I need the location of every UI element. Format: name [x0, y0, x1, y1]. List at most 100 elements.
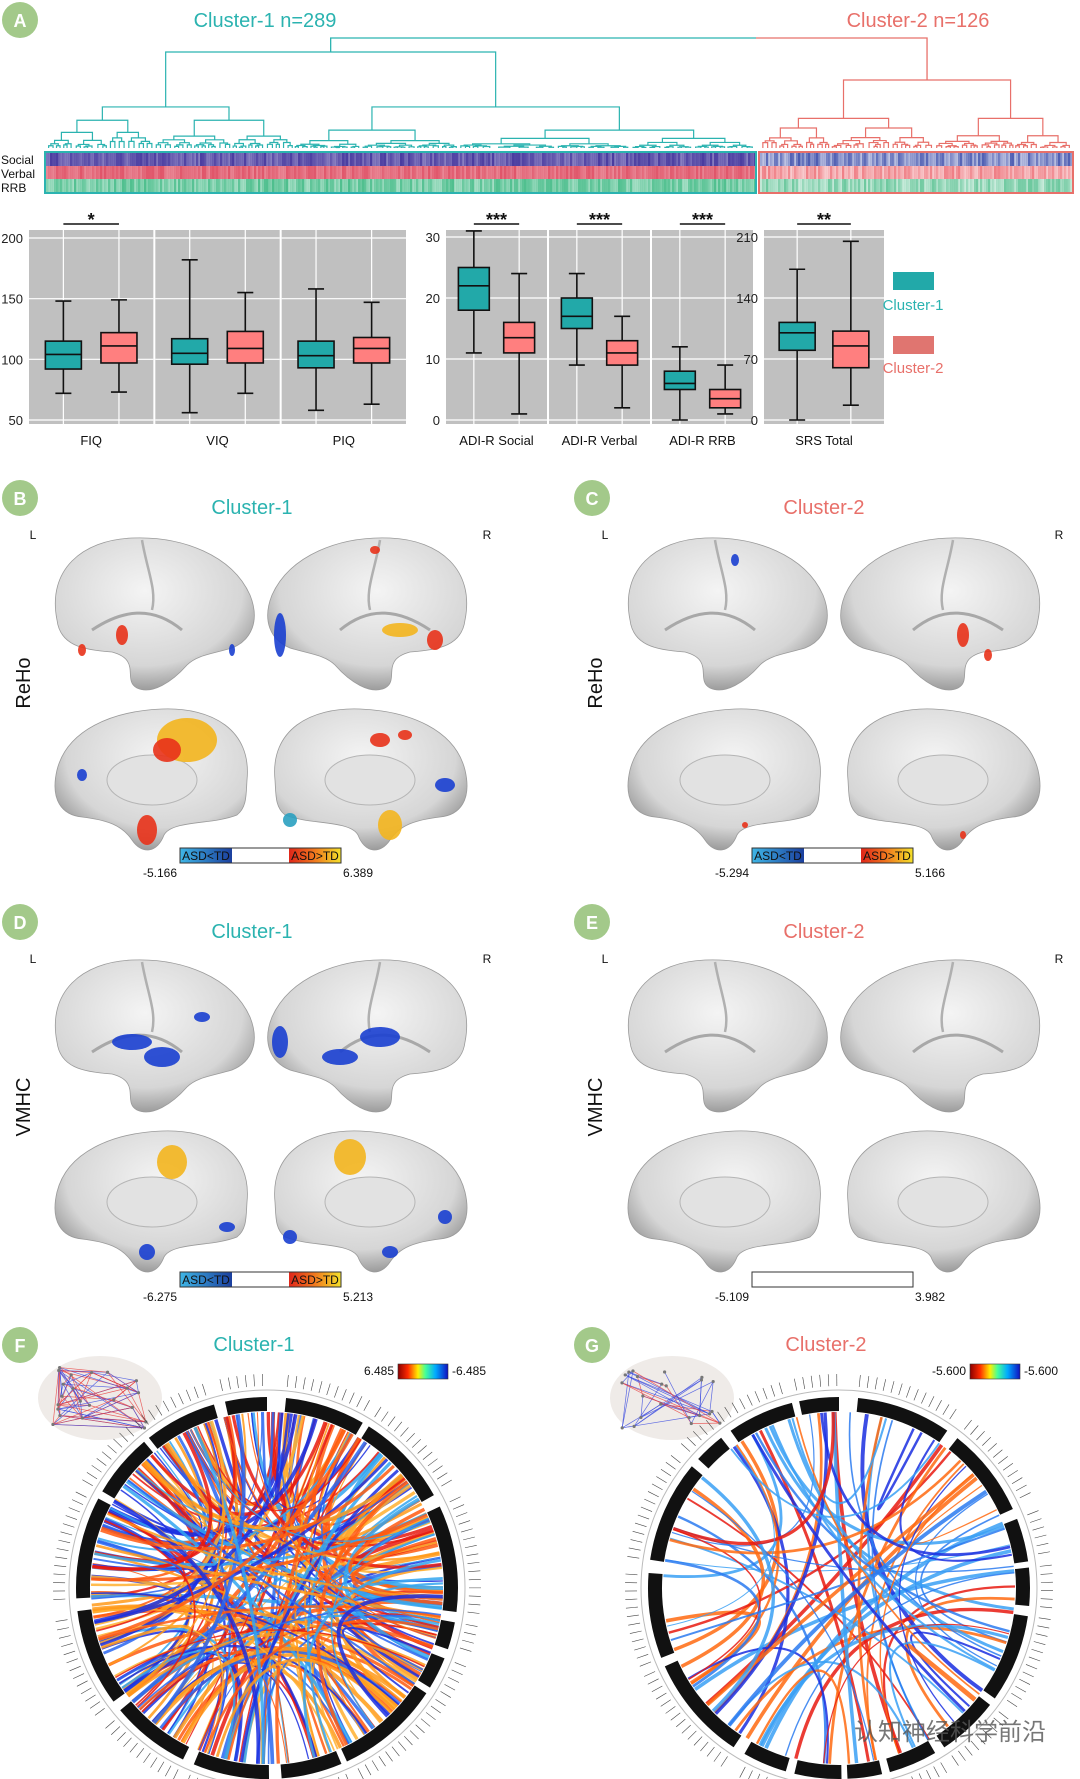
heatmap-cell	[348, 166, 351, 179]
heatmap-cell	[188, 166, 191, 179]
heatmap-cell	[916, 153, 919, 166]
colorbar-negative	[180, 1272, 232, 1287]
connectivity-chord	[714, 1412, 829, 1715]
heatmap-cell	[710, 153, 713, 166]
circos-node-label	[394, 1421, 403, 1432]
heatmap-cell	[490, 153, 493, 166]
heatmap-cell	[910, 166, 913, 179]
heatmap-cell	[1000, 179, 1003, 192]
negative-cluster	[438, 1210, 452, 1224]
heatmap-cell	[982, 166, 985, 179]
heatmap-cell	[350, 153, 353, 166]
dendrogram-branch	[48, 145, 54, 148]
heatmap-cell	[134, 166, 137, 179]
heatmap-cell	[234, 153, 237, 166]
heatmap-cell	[114, 166, 117, 179]
heatmap-cell	[144, 166, 147, 179]
circos-node-label	[69, 1665, 81, 1672]
dendrogram-branch	[362, 146, 368, 148]
heatmap-cell	[802, 153, 805, 166]
connectivity-chord	[193, 1426, 265, 1764]
heatmap-cell	[404, 166, 407, 179]
heatmap-cell	[428, 166, 431, 179]
heatmap-cell	[1028, 153, 1031, 166]
heatmap-cell	[712, 153, 715, 166]
heatmap-cell	[302, 153, 305, 166]
heatmap-cell	[376, 153, 379, 166]
heatmap-cell	[452, 153, 455, 166]
heatmap-cell	[368, 166, 371, 179]
heatmap-cell	[786, 179, 789, 192]
circos-node-label	[387, 1416, 396, 1427]
heatmap-cell	[734, 153, 737, 166]
dendrogram-branch	[118, 140, 125, 148]
heatmap-cell	[142, 166, 145, 179]
heatmap-cell	[304, 166, 307, 179]
hemisphere-left-label: L	[602, 528, 609, 542]
heatmap-cell	[806, 179, 809, 192]
dendrogram-branch	[398, 144, 413, 147]
heatmap-cell	[566, 179, 569, 192]
heatmap-cell	[400, 166, 403, 179]
box-cluster2	[352, 336, 391, 364]
heatmap-cell	[334, 153, 337, 166]
heatmap-cell	[168, 179, 171, 192]
connectivity-chord	[677, 1515, 827, 1764]
heatmap-cell	[174, 153, 177, 166]
glass-brain-node	[632, 1424, 636, 1428]
connectivity-chord	[669, 1459, 962, 1555]
glass-brain-edge	[632, 1370, 721, 1424]
heatmap-cell	[1014, 166, 1017, 179]
dendrogram-branch	[379, 145, 390, 147]
dendrogram-branch	[330, 146, 339, 148]
heatmap-cell	[724, 166, 727, 179]
heatmap-cell	[324, 179, 327, 192]
dendrogram-branch	[164, 144, 171, 148]
heatmap-cell	[280, 179, 283, 192]
heatmap-cell	[306, 153, 309, 166]
heatmap-cell	[374, 153, 377, 166]
heatmap-cell	[980, 179, 983, 192]
heatmap-cell	[856, 179, 859, 192]
circos-node-label	[185, 1389, 192, 1402]
circos-node-label	[334, 1386, 339, 1398]
heatmap-cell	[948, 153, 951, 166]
connectivity-chord	[152, 1414, 246, 1725]
heatmap-cell	[948, 179, 951, 192]
heatmap-cell	[96, 166, 99, 179]
heatmap-cell	[812, 166, 815, 179]
circos-region-segment	[77, 1609, 125, 1702]
heatmap-cell	[794, 179, 797, 192]
heatmap-cell	[92, 179, 95, 192]
circos-node-label	[60, 1531, 73, 1536]
circos-node-label	[94, 1707, 105, 1716]
glass-brain-node	[710, 1409, 714, 1414]
heatmap-cell	[386, 179, 389, 192]
circos-node-label	[463, 1536, 475, 1541]
heatmap-cell	[932, 166, 935, 179]
heatmap-cell	[346, 166, 349, 179]
plot-background	[29, 230, 154, 424]
heatmap-cell	[520, 179, 523, 192]
heatmap-cell	[588, 153, 591, 166]
heatmap-cell	[516, 166, 519, 179]
heatmap-cell	[398, 179, 401, 192]
heatmap-cell	[860, 153, 863, 166]
heatmap-cell	[772, 166, 775, 179]
glass-brain-edge	[131, 1407, 145, 1429]
legend-label-cluster2: Cluster-2	[883, 360, 944, 377]
heatmap-cell	[170, 179, 173, 192]
heatmap-cell	[122, 179, 125, 192]
heatmap-cell	[252, 153, 255, 166]
heatmap-cell	[392, 166, 395, 179]
dendrogram-branch	[986, 146, 991, 148]
circos-node-label	[58, 1539, 71, 1544]
heatmap-cell	[800, 166, 803, 179]
heatmap-cell	[692, 166, 695, 179]
heatmap-cell	[352, 153, 355, 166]
circos-node-label	[717, 1411, 725, 1422]
dendrogram-branch	[791, 145, 797, 148]
heatmap-cell	[164, 166, 167, 179]
heatmap-cell	[630, 153, 633, 166]
heatmap-cell	[720, 153, 723, 166]
